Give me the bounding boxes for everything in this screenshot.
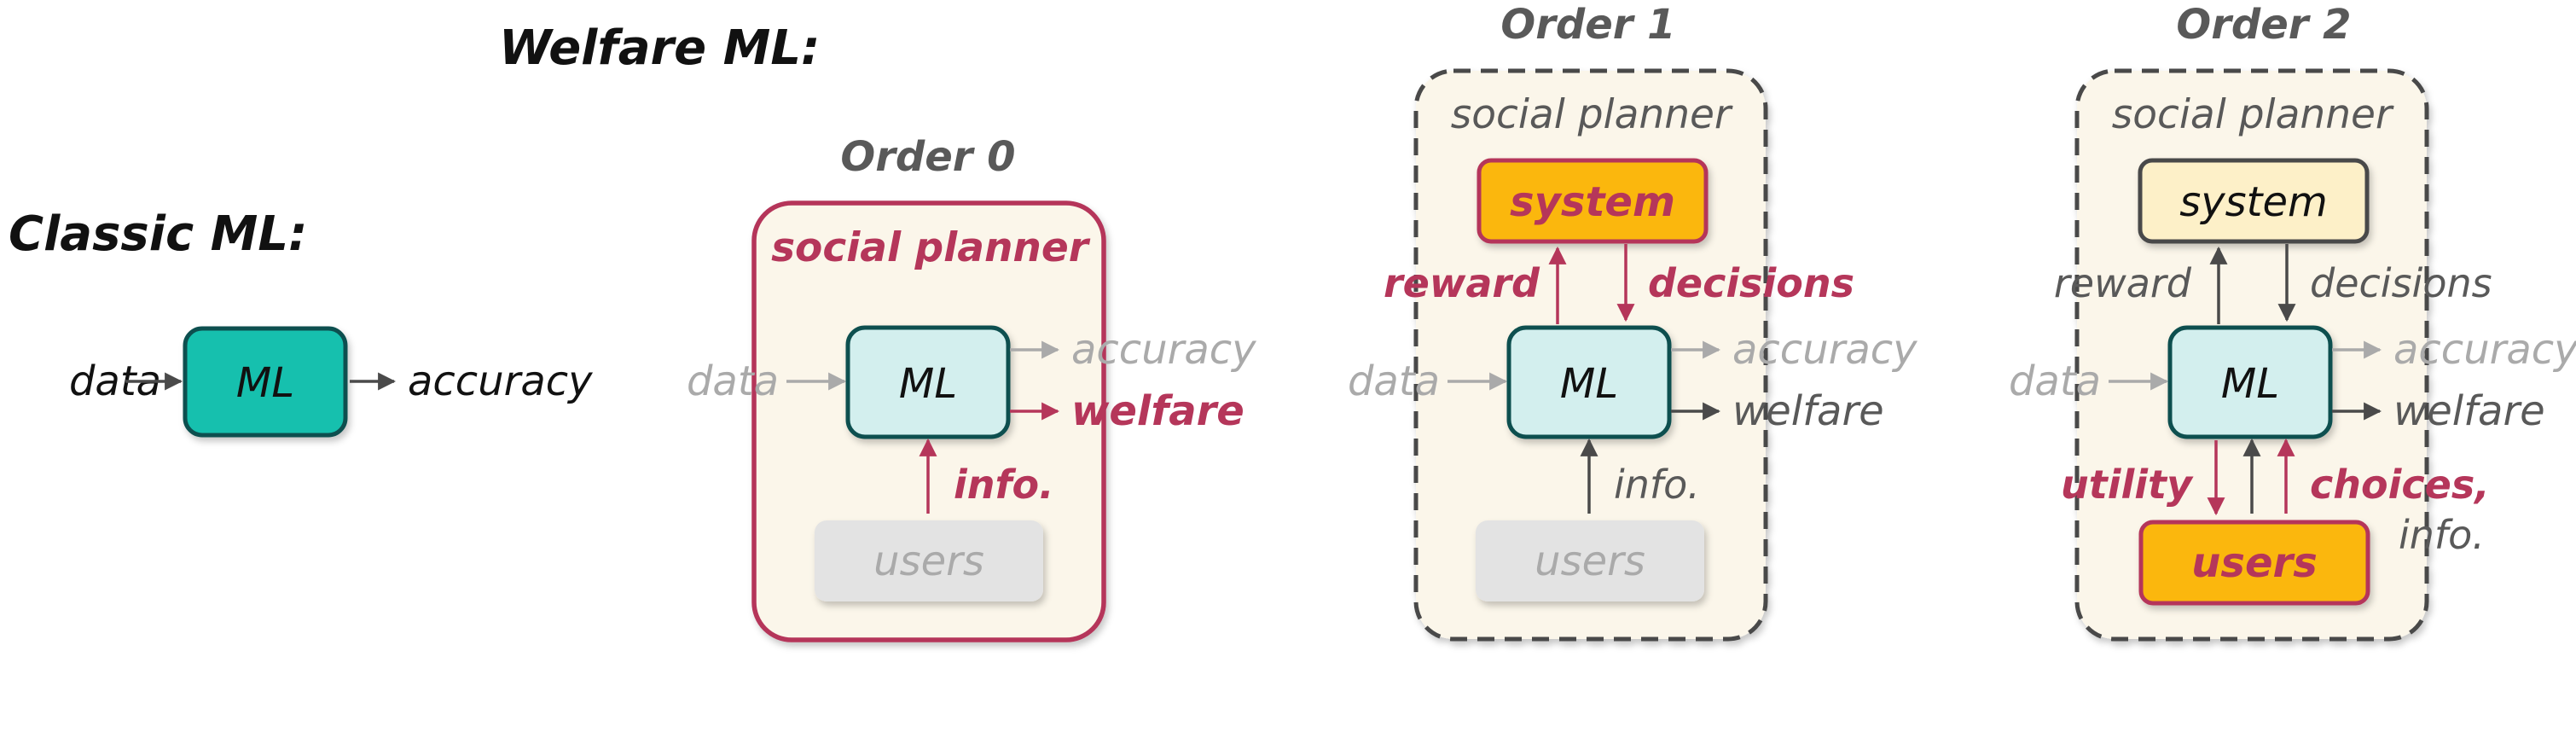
order0-ml-label: ML — [899, 360, 957, 408]
order1-welfare-label: welfare — [1732, 387, 1884, 435]
order2-ml-label: ML — [2221, 360, 2279, 408]
order1-group: Order 1 social planner system reward dec… — [1348, 1, 1917, 642]
order2-system-box — [2138, 158, 2370, 244]
order0-users-label: users — [873, 538, 984, 585]
order2-users-box — [2138, 520, 2370, 606]
order2-choices-label: choices, — [2310, 462, 2490, 508]
order1-decisions-label: decisions — [1648, 260, 1854, 306]
order0-title: Order 0 — [840, 133, 1015, 181]
order1-system-label: system — [1510, 178, 1675, 226]
order1-system-box — [1477, 158, 1709, 244]
order1-title: Order 1 — [1500, 1, 1675, 49]
classic-ml-group: data ML accuracy — [69, 326, 593, 438]
order0-accuracy-label: accuracy — [1071, 326, 1256, 374]
order1-ml-box — [1506, 325, 1672, 439]
order2-data-label: data — [2009, 357, 2101, 405]
order1-users-box — [1476, 520, 1704, 601]
order2-accuracy-label: accuracy — [2393, 326, 2576, 374]
order1-ml-label: ML — [1560, 360, 1618, 408]
order1-data-label: data — [1348, 357, 1440, 405]
order2-ml-box — [2167, 325, 2333, 439]
order2-decisions-label: decisions — [2310, 260, 2492, 306]
order1-planner-label: social planner — [1451, 91, 1733, 138]
order1-info-label: info. — [1614, 462, 1700, 508]
classic-ml-heading: Classic ML: — [9, 206, 307, 262]
order0-group: Order 0 social planner data ML accuracy … — [687, 133, 1256, 642]
order2-planner-label: social planner — [2112, 91, 2394, 138]
order2-info-label: info. — [2399, 512, 2485, 558]
order1-reward-label: reward — [1384, 260, 1540, 306]
order2-users-label: users — [2191, 539, 2318, 587]
order0-info-label: info. — [954, 462, 1054, 508]
classic-ml-box — [183, 326, 348, 438]
order2-group: Order 2 social planner system reward dec… — [2009, 1, 2576, 642]
order0-welfare-label: welfare — [1071, 387, 1244, 435]
order2-system-label: system — [2179, 178, 2328, 226]
order1-accuracy-label: accuracy — [1732, 326, 1917, 374]
order2-reward-label: reward — [2054, 260, 2192, 306]
order2-title: Order 2 — [2176, 1, 2351, 49]
classic-accuracy-label: accuracy — [408, 357, 593, 405]
order0-data-label: data — [687, 357, 779, 405]
order2-welfare-label: welfare — [2393, 387, 2545, 435]
welfare-ml-heading: Welfare ML: — [499, 20, 820, 76]
order0-planner-label: social planner — [771, 224, 1091, 271]
order0-ml-box — [845, 325, 1011, 439]
order1-users-label: users — [1535, 538, 1645, 585]
classic-ml-label: ML — [236, 359, 294, 407]
order2-utility-label: utility — [2061, 462, 2194, 508]
order0-users-box — [815, 520, 1043, 601]
